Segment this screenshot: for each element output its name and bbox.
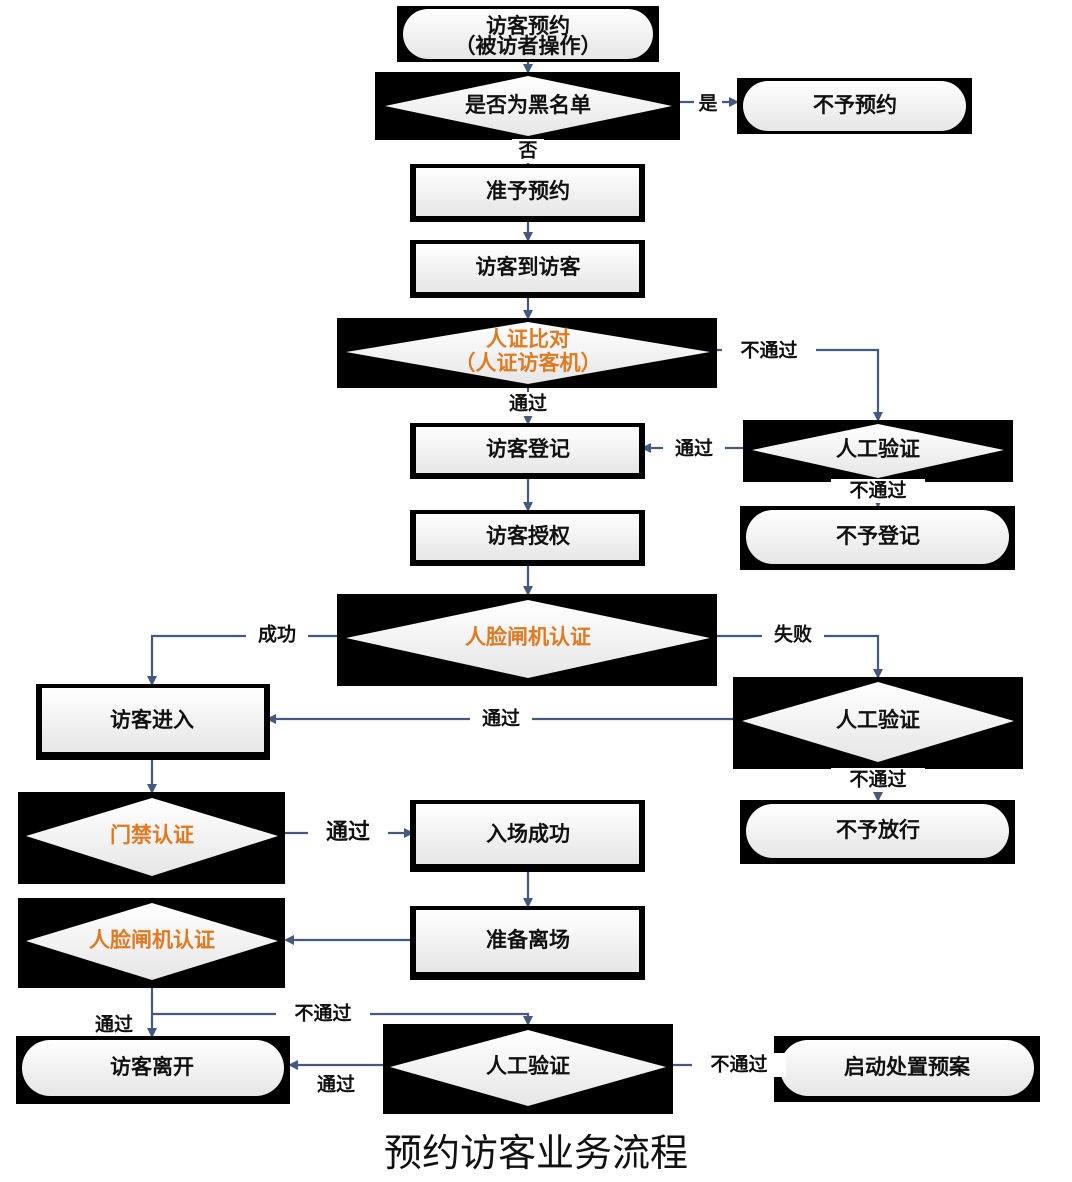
face-gate-2-label: 人脸闸机认证	[89, 928, 215, 952]
idcheck-label-line2: （人证访客机）	[455, 351, 602, 375]
node-entry-success: 入场成功	[410, 800, 645, 872]
access-control-label: 门禁认证	[110, 823, 194, 847]
node-visitor-authorization: 访客授权	[410, 510, 645, 566]
label-idcheck-fail: 不通过	[740, 340, 797, 362]
manual-verify-2-label: 人工验证	[836, 708, 920, 732]
prepare-leave-label: 准备离场	[486, 928, 570, 952]
node-visitor-entry: 访客进入	[36, 684, 270, 760]
allow-reserve-label: 准予预约	[486, 179, 570, 203]
edge-labels: 是 否 通过 不通过 通过 不通过 成功 失败 通过 不通过 通过 通过 不通过…	[95, 91, 925, 1096]
node-manual-verify-3: 人工验证	[383, 1024, 673, 1114]
label-manual3-pass: 通过	[317, 1074, 355, 1096]
node-face-gate-decision-1: 人脸闸机认证	[337, 594, 717, 686]
node-deny-registration: 不予登记	[740, 506, 1015, 570]
label-manual1-pass: 通过	[675, 438, 713, 460]
reserve-label-line1: 访客预约	[486, 14, 570, 38]
deny-reserve-label: 不予预约	[813, 93, 897, 117]
node-id-check-decision: 人证比对 （人证访客机）	[337, 318, 717, 388]
label-manual1-fail: 不通过	[849, 480, 906, 502]
label-face2-pass: 通过	[95, 1014, 133, 1036]
node-allow-reservation: 准予预约	[410, 164, 645, 222]
authorize-label: 访客授权	[486, 524, 570, 548]
label-idcheck-pass: 通过	[509, 393, 547, 415]
manual-verify-1-label: 人工验证	[836, 437, 920, 461]
node-manual-verify-1: 人工验证	[743, 420, 1013, 482]
node-deny-reservation: 不予预约	[737, 78, 972, 134]
emergency-plan-label: 启动处置预案	[844, 1055, 971, 1079]
entry-success-label: 入场成功	[486, 822, 570, 846]
node-access-control-decision: 门禁认证	[18, 792, 285, 884]
node-visitor-arrival: 访客到访客	[410, 240, 645, 298]
reserve-label-line2: （被访者操作）	[455, 34, 602, 58]
label-access-pass: 通过	[326, 820, 370, 845]
label-face1-failure: 失败	[774, 623, 812, 646]
register-label: 访客登记	[486, 437, 570, 461]
face-gate-1-label: 人脸闸机认证	[465, 625, 591, 649]
visitor-enter-label: 访客进入	[110, 708, 194, 732]
diagram-caption: 预约访客业务流程	[383, 1131, 688, 1175]
visitor-arrive-label: 访客到访客	[476, 255, 582, 279]
label-yes: 是	[698, 93, 717, 115]
deny-pass-label: 不予放行	[836, 818, 920, 842]
label-no: 否	[517, 140, 537, 162]
node-prepare-to-leave: 准备离场	[410, 906, 645, 980]
node-deny-passage: 不予放行	[740, 800, 1015, 864]
label-manual3-fail: 不通过	[710, 1054, 767, 1076]
visitor-leave-label: 访客离开	[110, 1055, 194, 1079]
node-face-gate-decision-2: 人脸闸机认证	[18, 898, 285, 988]
label-manual2-fail: 不通过	[849, 769, 906, 791]
node-manual-verify-2: 人工验证	[733, 677, 1023, 769]
idcheck-label-line1: 人证比对	[486, 327, 570, 351]
blacklist-label: 是否为黑名单	[465, 93, 591, 117]
label-face1-success: 成功	[258, 623, 296, 646]
label-face2-fail: 不通过	[294, 1003, 351, 1025]
deny-register-label: 不予登记	[836, 524, 920, 548]
node-visitor-leave: 访客离开	[16, 1036, 290, 1104]
node-blacklist-decision: 是否为黑名单	[375, 72, 680, 140]
node-visitor-reservation: 访客预约 （被访者操作）	[397, 6, 659, 62]
manual-verify-3-label: 人工验证	[486, 1054, 570, 1078]
node-emergency-plan: 启动处置预案	[774, 1036, 1040, 1102]
label-manual2-pass: 通过	[482, 708, 520, 730]
node-visitor-registration: 访客登记	[410, 423, 645, 479]
